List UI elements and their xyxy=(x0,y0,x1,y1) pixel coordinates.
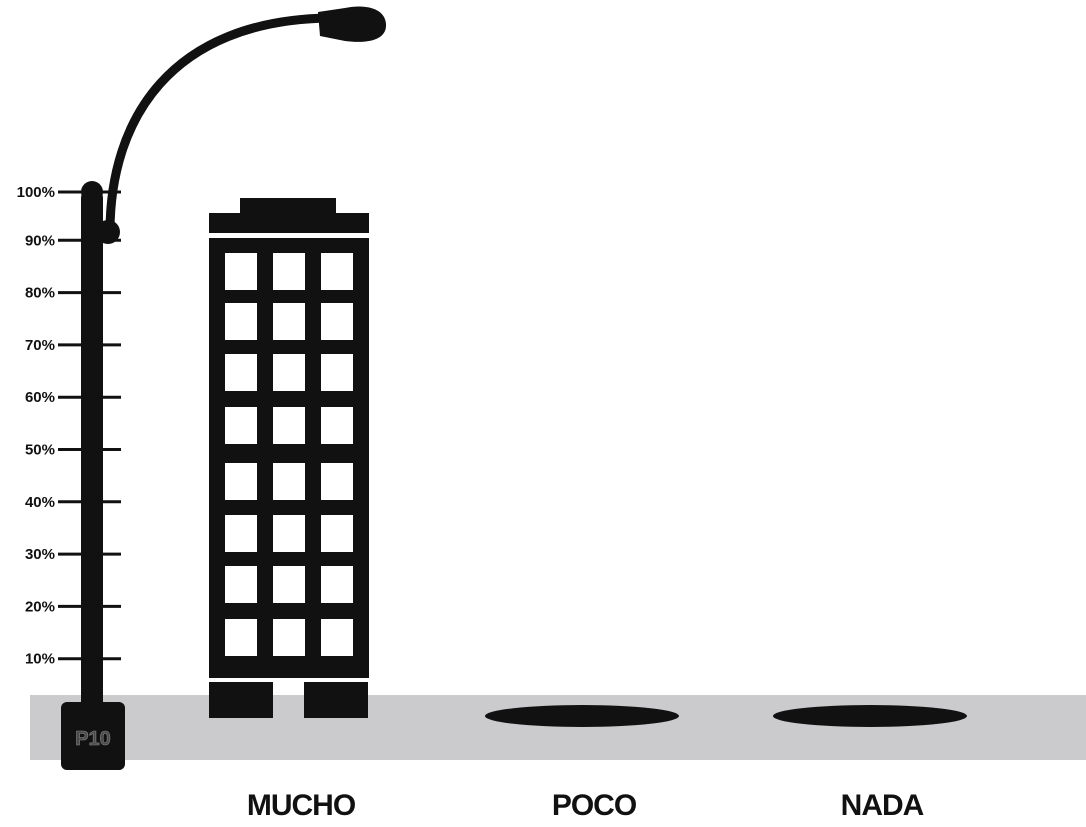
building-window xyxy=(321,253,353,290)
y-tick-label: 50% xyxy=(25,442,55,459)
y-tick-label: 30% xyxy=(25,546,55,563)
building-window xyxy=(321,515,353,552)
category-label: POCO xyxy=(552,789,637,822)
category-labels: MUCHO POCO NADA xyxy=(247,789,925,822)
building-cornice xyxy=(209,213,369,233)
building-window xyxy=(273,354,305,391)
building-window xyxy=(225,463,257,500)
building-window xyxy=(273,463,305,500)
building-window xyxy=(273,253,305,290)
building-window xyxy=(273,515,305,552)
building-window xyxy=(321,619,353,656)
building-window xyxy=(273,303,305,340)
building-window xyxy=(225,566,257,603)
y-tick-label: 40% xyxy=(25,494,55,511)
y-tick-label: 90% xyxy=(25,232,55,249)
building-window xyxy=(321,566,353,603)
building-leg xyxy=(304,682,368,718)
post-base xyxy=(61,702,125,770)
building-window xyxy=(225,253,257,290)
building-window xyxy=(225,407,257,444)
building-window xyxy=(321,354,353,391)
building-window xyxy=(225,354,257,391)
lamp-head-icon xyxy=(318,6,387,42)
building-window xyxy=(321,463,353,500)
building-window xyxy=(321,407,353,444)
y-axis-ticks: 10% 20% 30% 40% 50% 60% 70% 80% 90% 100% xyxy=(17,184,121,668)
y-tick-label: 80% xyxy=(25,285,55,302)
y-tick-label: 100% xyxy=(17,184,55,201)
bar-manhole xyxy=(485,705,679,727)
building-window xyxy=(273,407,305,444)
y-tick-label: 70% xyxy=(25,337,55,354)
bars xyxy=(209,198,967,727)
ground-band xyxy=(30,695,1086,760)
building-window xyxy=(225,515,257,552)
category-label: NADA xyxy=(841,789,924,822)
building-window xyxy=(273,619,305,656)
building-roof xyxy=(240,198,336,217)
building-leg xyxy=(209,682,273,718)
building-window xyxy=(225,619,257,656)
bar-building xyxy=(209,198,369,718)
building-window xyxy=(225,303,257,340)
building-window xyxy=(321,303,353,340)
y-tick-label: 20% xyxy=(25,598,55,615)
y-tick-label: 60% xyxy=(25,389,55,406)
post-label: P10 xyxy=(75,728,111,750)
lamp-arm xyxy=(105,13,335,237)
y-tick-label: 10% xyxy=(25,651,55,668)
building-window xyxy=(273,566,305,603)
category-label: MUCHO xyxy=(247,789,356,822)
bar-manhole xyxy=(773,705,967,727)
